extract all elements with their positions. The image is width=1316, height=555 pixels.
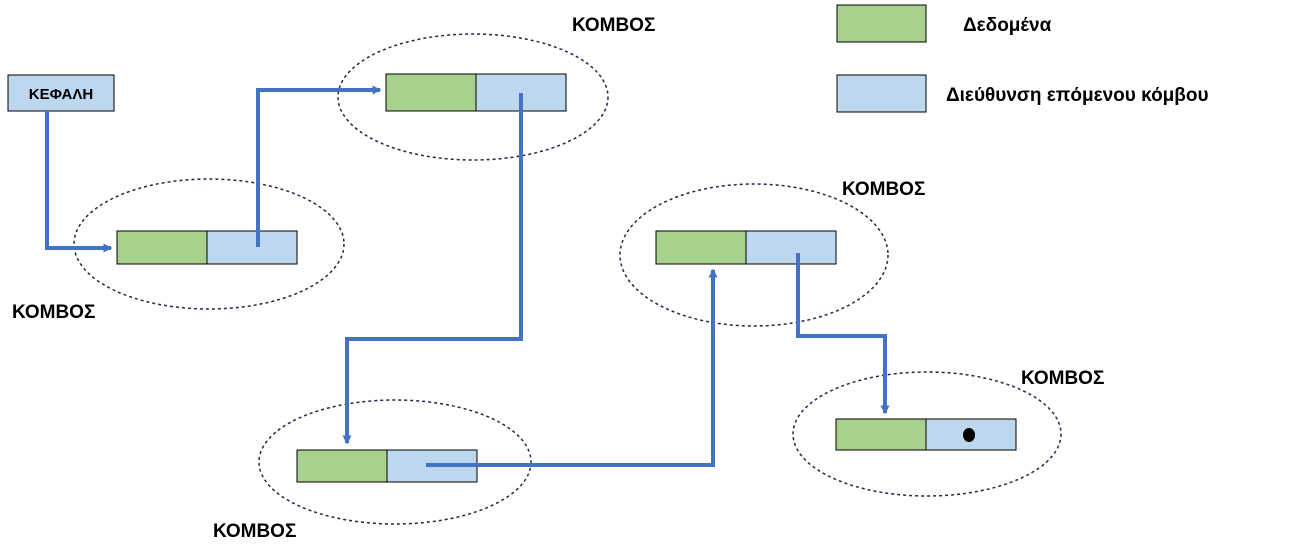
node-4-ellipse <box>619 183 889 327</box>
node-3-label: ΚΟΜΒΟΣ <box>213 521 296 542</box>
node-3-data-cell <box>296 449 388 483</box>
node-3: ΚΟΜΒΟΣ <box>213 399 532 542</box>
arrow-node-1-to-node-2 <box>256 85 382 247</box>
node-5: ΚΟΜΒΟΣ <box>792 368 1104 497</box>
node-1-pointer-cell <box>206 230 298 265</box>
legend-data-label: Δεδομένα <box>963 15 1052 36</box>
legend-pointer-label: Διεύθυνση επόμενου κόμβου <box>946 85 1209 106</box>
head-pointer-box <box>7 74 115 112</box>
node-1-ellipse <box>73 178 345 310</box>
node-5-ellipse <box>792 371 1062 497</box>
node-4-pointer-cell <box>745 230 837 265</box>
node-1-label: ΚΟΜΒΟΣ <box>12 302 95 323</box>
arrow-node-4-to-node-5 <box>796 253 890 415</box>
null-pointer-dot <box>963 428 975 442</box>
node-2-ellipse <box>337 33 609 161</box>
node-5-label: ΚΟΜΒΟΣ <box>1021 368 1104 389</box>
node-2: ΚΟΜΒΟΣ <box>337 15 655 161</box>
node-4-label: ΚΟΜΒΟΣ <box>842 179 925 200</box>
arrow-node-3-to-node-4 <box>426 268 718 467</box>
node-1-data-cell <box>116 230 208 265</box>
node-2-data-cell <box>385 73 477 112</box>
arrow-head-to-node-1 <box>45 111 113 253</box>
legend-pointer-swatch <box>836 74 927 113</box>
arrow-node-2-to-node-3 <box>342 93 523 445</box>
node-4: ΚΟΜΒΟΣ <box>619 179 925 327</box>
node-5-data-cell <box>835 418 927 451</box>
legend-data-swatch <box>836 4 927 43</box>
head-label: ΚΕΦΑΛΗ <box>29 86 93 103</box>
node-1: ΚΟΜΒΟΣ <box>12 178 345 323</box>
node-2-label: ΚΟΜΒΟΣ <box>572 15 655 36</box>
node-3-ellipse <box>258 399 532 525</box>
node-4-data-cell <box>655 230 747 265</box>
